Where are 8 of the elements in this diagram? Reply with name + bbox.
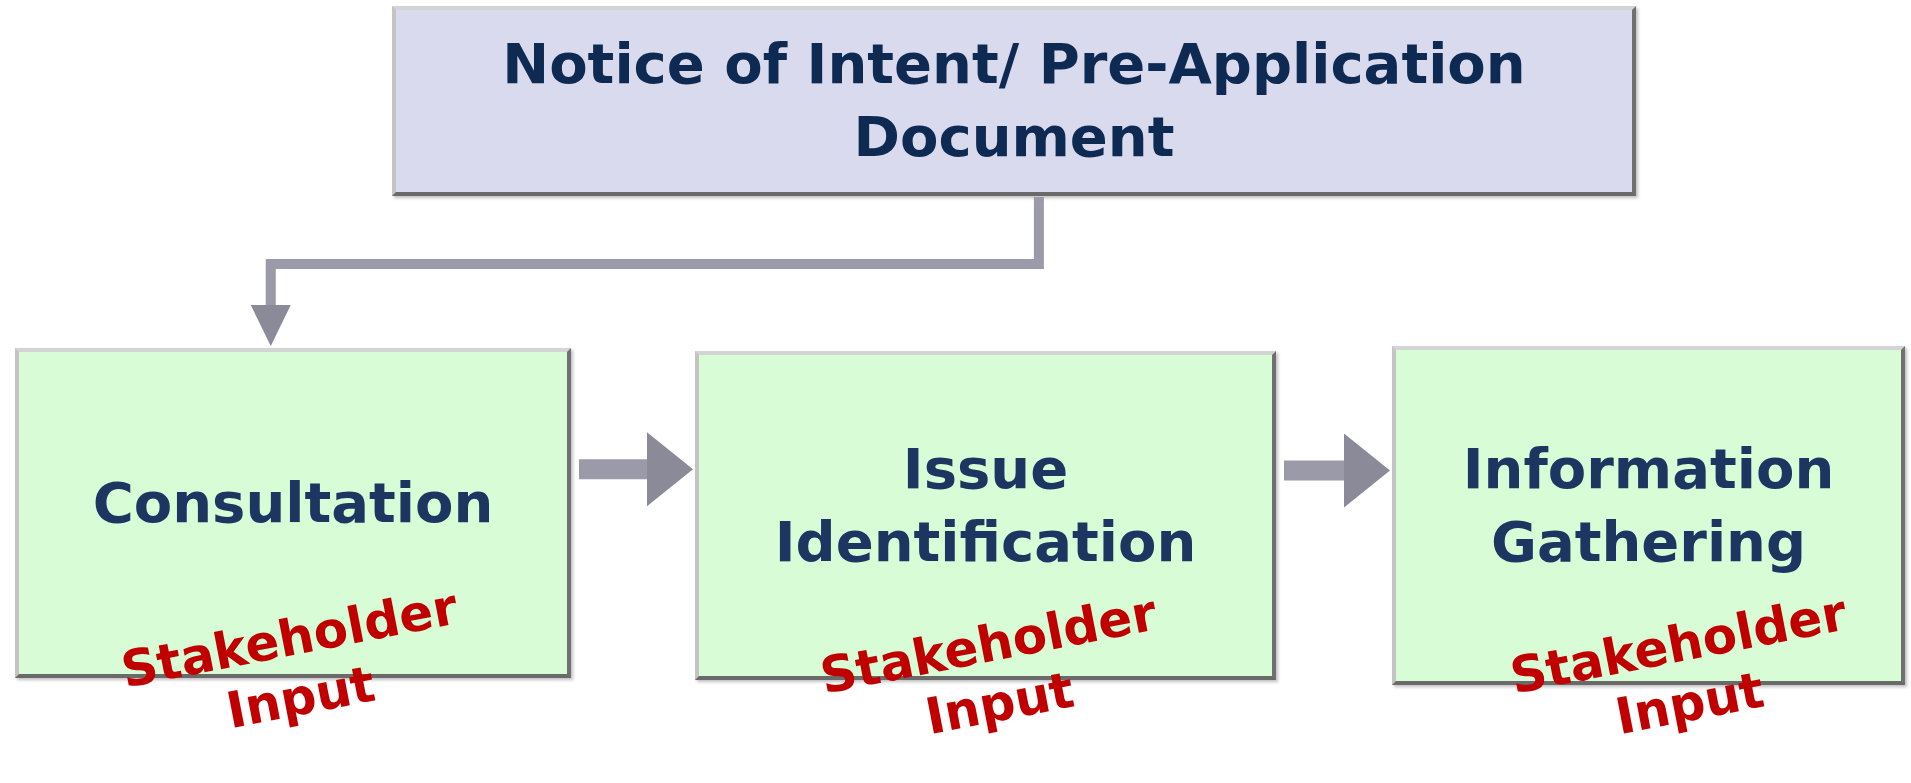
box-label: Issue Identification (773, 434, 1198, 576)
box-label: Information Gathering (1461, 434, 1836, 576)
process-box (392, 6, 1636, 196)
arrow (579, 432, 693, 507)
box-label: Consultation (91, 468, 495, 537)
box-label: Notice of Intent/ Pre-Application Document (501, 30, 1527, 171)
arrow (250, 197, 1044, 346)
arrow (1284, 433, 1390, 508)
